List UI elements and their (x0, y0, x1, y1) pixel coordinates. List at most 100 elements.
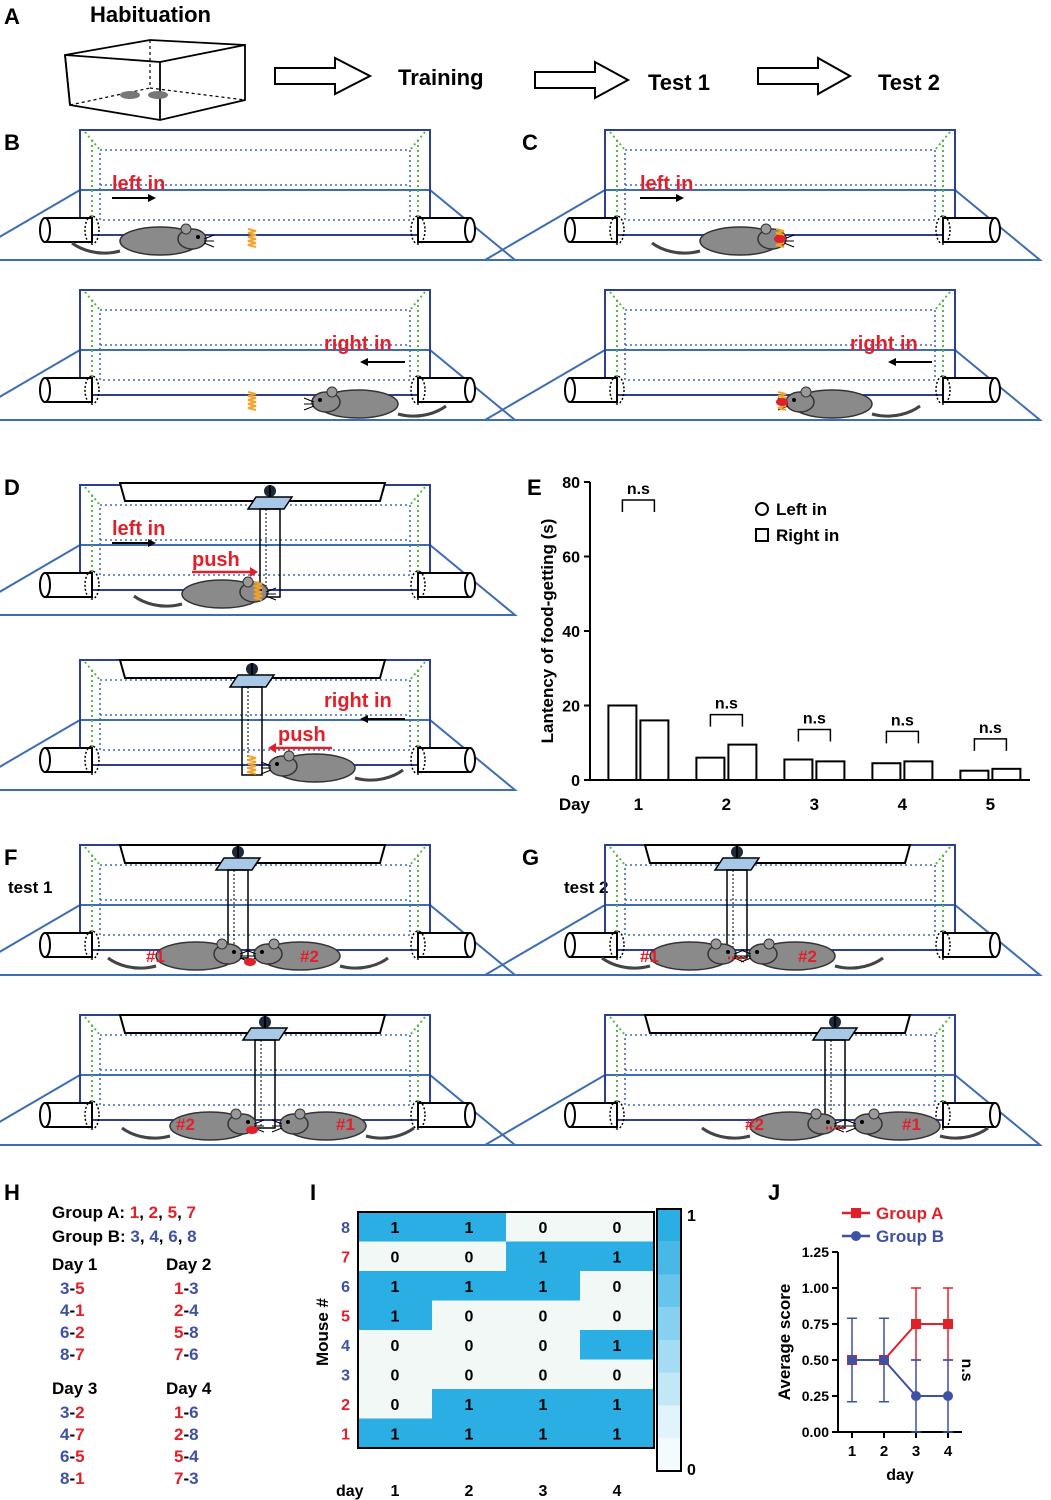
test2-label: Test 2 (878, 70, 940, 95)
y-tick-label: 1.25 (802, 1244, 829, 1260)
bar-left-in (871, 762, 902, 781)
scale-segment (657, 1340, 681, 1373)
significance-bracket (621, 499, 656, 512)
cell-value: 1 (465, 1279, 474, 1296)
cell-value: 0 (465, 1367, 474, 1384)
push-label: push (192, 549, 240, 571)
pair-item: 4-7 (60, 1425, 85, 1444)
group-b-line: Group B: 3, 4, 6, 8 (52, 1227, 197, 1246)
y-tick-label: 0 (571, 773, 580, 790)
legend-square-icon (851, 1208, 861, 1218)
cell-value: 1 (391, 1426, 400, 1443)
heatmap-frame (357, 1211, 655, 1449)
panel-g-label: G (522, 845, 539, 870)
test2-arena-label: test 2 (564, 878, 608, 897)
pair-item: 6-5 (60, 1447, 85, 1466)
group-a-line: Group A: 1, 2, 5, 7 (52, 1203, 196, 1222)
food-icon (776, 398, 788, 406)
cell-value: 1 (539, 1249, 548, 1266)
cell-value: 0 (539, 1367, 548, 1384)
pair-item: 8-7 (60, 1345, 85, 1364)
cell-value: 0 (391, 1367, 400, 1384)
lever-bar (644, 844, 911, 864)
legend-group-b: Group B (876, 1227, 944, 1246)
arrow-right-icon (112, 539, 156, 547)
heat-cell (580, 1241, 654, 1271)
group-schedule: Group A: 1, 2, 5, 7 Group B: 3, 4, 6, 8 Da… (52, 1203, 212, 1488)
cell-value: 1 (391, 1279, 400, 1296)
cell-value: 0 (391, 1249, 400, 1266)
mouse-icon (70, 222, 216, 257)
bar-right-in (727, 743, 758, 781)
y-tick-label: 1.00 (802, 1280, 829, 1296)
col-label: 2 (465, 1483, 474, 1500)
bar-right-in (815, 760, 846, 781)
y-axis-title: Mouse # (313, 1297, 332, 1366)
bar-left-in (695, 756, 726, 782)
right-in-label: right in (850, 333, 918, 355)
panel-a-label: A (4, 4, 20, 29)
cell-value: 0 (391, 1397, 400, 1414)
col-label: 4 (613, 1483, 622, 1500)
arena-b-bottom (0, 289, 516, 421)
significance-bracket (973, 738, 1008, 751)
flow-arrow-3 (757, 56, 853, 96)
y-tick-label: 0.50 (802, 1352, 829, 1368)
panel-b-label: B (4, 130, 20, 155)
legend-group-a: Group A (876, 1204, 943, 1223)
food-icon (244, 958, 256, 966)
row-label: 1 (341, 1426, 350, 1443)
cell-value: 0 (465, 1249, 474, 1266)
habituation-label: Habituation (90, 2, 211, 27)
mouse-1-label: #1 (902, 1115, 921, 1134)
cell-value: 1 (465, 1426, 474, 1443)
spring-icon (253, 581, 263, 601)
panel-f-label: F (4, 845, 17, 870)
left-in-label: left in (640, 173, 693, 195)
bar-left-in (959, 769, 990, 781)
mouse-1-label: #1 (146, 947, 165, 966)
mouse-2-label: #2 (176, 1115, 195, 1134)
lever-bar (119, 482, 386, 502)
food-icon (774, 235, 786, 243)
heat-cell (506, 1389, 580, 1419)
pair-item: 6-2 (60, 1323, 85, 1342)
heat-cell (506, 1271, 580, 1301)
spring-icon (247, 228, 257, 248)
legend-circle-icon (755, 502, 769, 516)
heat-cell (358, 1300, 432, 1330)
pair-item: 4-1 (60, 1301, 85, 1320)
day-label: Day 3 (52, 1379, 97, 1398)
point-group-a (943, 1319, 953, 1329)
left-in-label: left in (112, 173, 165, 195)
panel-c-label: C (522, 130, 538, 155)
push-label: push (278, 724, 326, 746)
left-in-label: left in (112, 518, 165, 540)
heat-cell (358, 1212, 432, 1242)
panel-j-label: J (768, 1180, 780, 1205)
cell-value: 1 (391, 1308, 400, 1325)
ns-annotation: n.s (891, 712, 914, 729)
mouse-1-label: #1 (640, 947, 659, 966)
significance-bracket (709, 713, 744, 727)
food-icon (246, 1126, 258, 1134)
ns-annotation: n.s (627, 481, 650, 498)
scale-segment (657, 1405, 681, 1439)
y-tick-label: 0.00 (802, 1424, 829, 1440)
mouse-2-label: #2 (300, 947, 319, 966)
y-tick-label: 60 (562, 550, 580, 567)
scale-segment (657, 1372, 681, 1406)
pair-item: 5-4 (174, 1447, 199, 1466)
series-line-0 (852, 1323, 948, 1361)
habituation-box (64, 39, 246, 121)
col-label: 1 (391, 1483, 400, 1500)
scale-segment (657, 1274, 681, 1308)
scale-segment (657, 1307, 681, 1340)
cell-value: 0 (539, 1308, 548, 1325)
mouse-2-icon (700, 1107, 846, 1142)
cell-value: 0 (539, 1220, 548, 1237)
x-tick-label: 4 (944, 1443, 953, 1460)
